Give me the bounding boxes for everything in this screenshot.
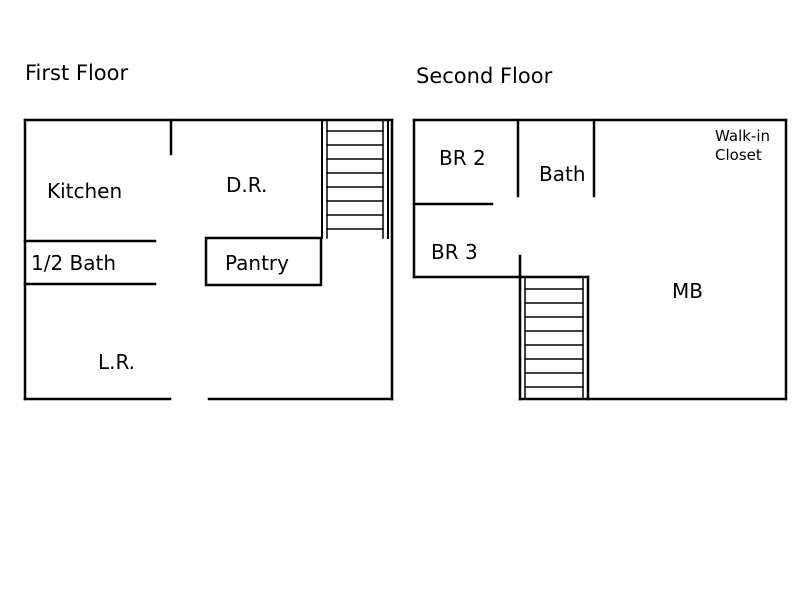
room-label-half-bath: 1/2 Bath bbox=[31, 251, 117, 275]
first-floor-walls bbox=[23, 118, 394, 401]
room-label-pantry: Pantry bbox=[225, 251, 289, 275]
room-label-bedroom-3: BR 3 bbox=[431, 240, 478, 264]
first-floor-stairs bbox=[321, 119, 389, 239]
second-floor-stairs bbox=[524, 276, 584, 400]
room-label-dining-room: D.R. bbox=[226, 173, 268, 197]
room-label-bedroom-2: BR 2 bbox=[439, 146, 486, 170]
room-label-bath: Bath bbox=[539, 162, 586, 186]
room-label-living-room: L.R. bbox=[98, 350, 136, 374]
room-label-master-bedroom: MB bbox=[672, 279, 703, 303]
first-floor-title: First Floor bbox=[25, 61, 129, 85]
room-label-walk-in-closet-line1: Walk-in bbox=[715, 127, 771, 145]
second-floor-title: Second Floor bbox=[416, 64, 553, 88]
room-label-kitchen: Kitchen bbox=[47, 179, 123, 203]
room-label-walk-in-closet-line2: Closet bbox=[715, 146, 762, 164]
second-floor-walls bbox=[412, 118, 788, 401]
